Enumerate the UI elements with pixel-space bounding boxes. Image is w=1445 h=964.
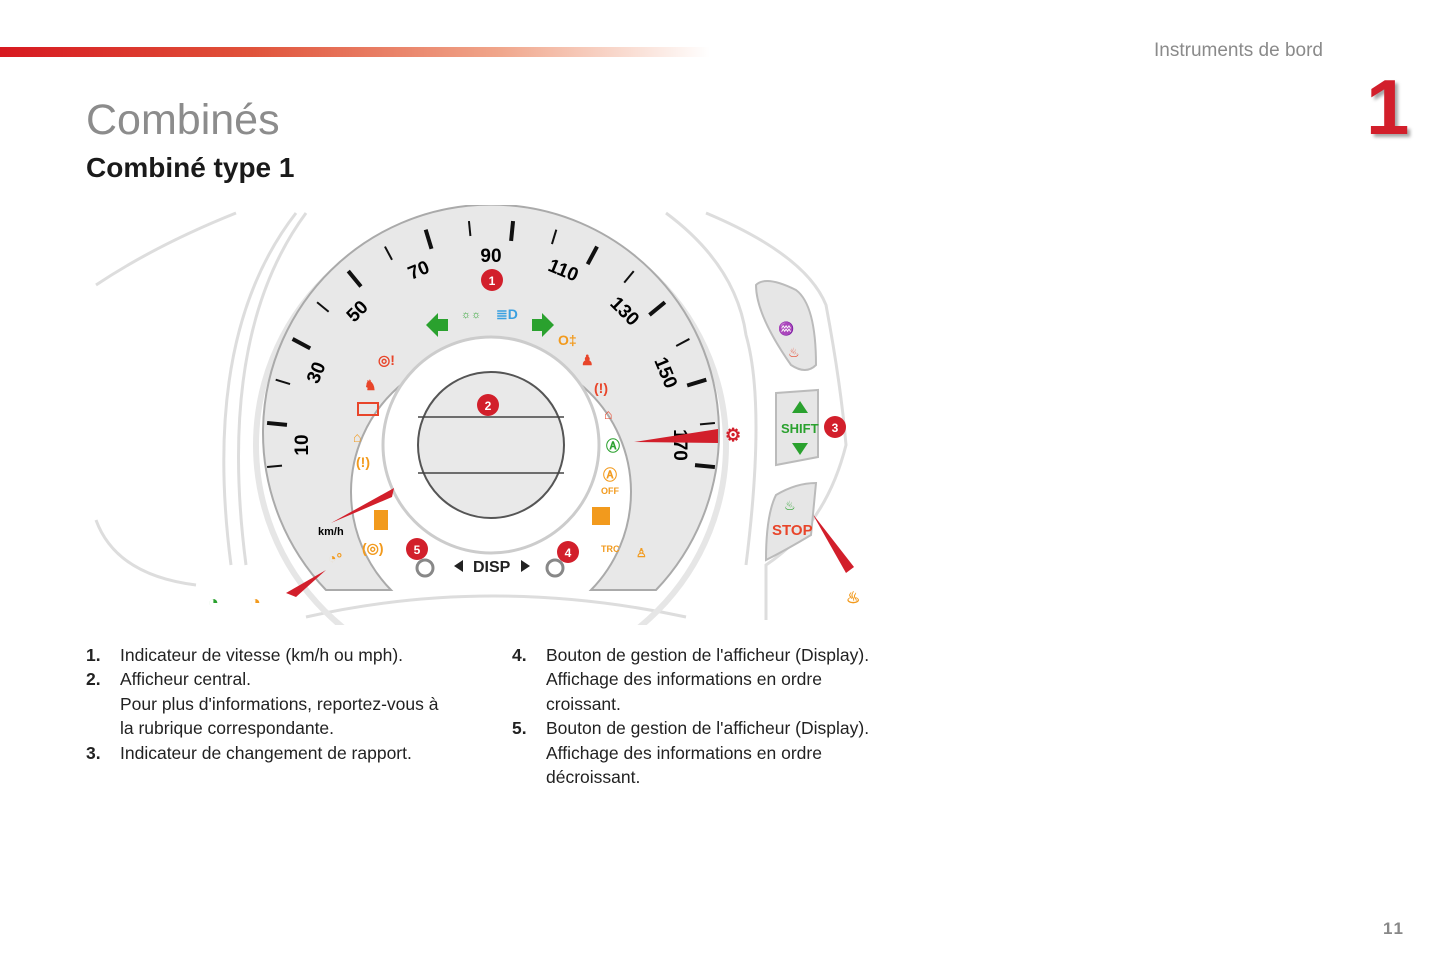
stop-start-off-icon: Ⓐ — [603, 467, 617, 483]
list-item: 1. Indicateur de vitesse (km/h ou mph). — [86, 643, 439, 667]
speed-tick — [275, 378, 291, 385]
item-number: 3. — [86, 742, 101, 763]
stop-label: STOP — [772, 522, 813, 539]
speed-tick — [291, 337, 312, 351]
pointer-arrow — [286, 570, 326, 597]
item-number: 4. — [512, 645, 527, 665]
callout-2: 2 — [485, 399, 492, 413]
item-text: Pour plus d'informations, reportez-vous … — [120, 693, 439, 714]
callout-4: 4 — [565, 546, 572, 560]
door-open-icon: ⌂ — [604, 406, 612, 422]
disp-label: DISP — [473, 559, 511, 576]
battery-icon — [357, 402, 379, 416]
speed-tick — [316, 301, 330, 313]
trc-off-icon: TRC — [601, 544, 620, 554]
item-text: Affichage des informations en ordre — [546, 669, 822, 690]
list-item: 4. Bouton de gestion de l'afficheur (Disp… — [512, 643, 869, 716]
speed-limiter-icon: ◔° — [328, 550, 342, 566]
section-title: Instruments de bord — [1154, 40, 1323, 61]
page-title: Combinés — [86, 96, 280, 144]
legend-list-left: 1.Indicateur de vitesse (km/h ou mph).2.… — [86, 643, 439, 765]
item-text: Indicateur de vitesse (km/h ou mph). — [120, 645, 404, 665]
cruise-green-icon: ◔ — [208, 592, 219, 612]
chapter-number: 1 — [1366, 63, 1410, 151]
legend-list-right: 4. Bouton de gestion de l'afficheur (Disp… — [512, 643, 869, 789]
item-text: Indicateur de changement de rapport. — [120, 742, 412, 763]
item-text: la rubrique correspondante. — [120, 718, 335, 739]
item-text: décroissant. — [546, 767, 641, 788]
item-text: Afficheur central. — [120, 669, 251, 690]
page-subtitle: Combiné type 1 — [86, 152, 295, 183]
callout-1: 1 — [489, 274, 496, 288]
oil-pressure-icon: ♒ — [778, 321, 794, 336]
turn-left-icon — [426, 313, 448, 337]
shift-label: SHIFT — [781, 421, 819, 436]
airbag-icon: ♞ — [364, 377, 377, 393]
rear-fog-icon: O‡ — [558, 332, 577, 348]
seatbelt-icon: ♟ — [581, 352, 594, 368]
item-text: Affichage des informations en ordre — [546, 742, 822, 763]
high-beam-icon: ≣D — [496, 306, 518, 322]
speed-label: 10 — [292, 434, 313, 455]
speed-tick — [266, 464, 283, 469]
item-number: 5. — [512, 718, 527, 739]
callout-3: 3 — [832, 421, 839, 435]
item-number: 1. — [86, 645, 101, 665]
list-item: 2. Afficheur central. Pour plus d'informat… — [86, 667, 439, 740]
speed-tick — [675, 338, 690, 347]
header-accent-bar — [0, 47, 710, 57]
speed-tick — [384, 246, 393, 261]
off-label-icon: OFF — [601, 486, 619, 496]
speed-ticks — [266, 220, 716, 470]
shift-down-icon — [792, 443, 808, 455]
unit-label: km/h — [318, 526, 344, 538]
speed-tick — [423, 229, 434, 250]
brake-icon: (!) — [594, 380, 608, 396]
item-text: croissant. — [546, 693, 621, 714]
arrow-left-icon — [454, 560, 463, 572]
speed-label: 90 — [480, 246, 501, 267]
vsc-off-icon: ♙ — [636, 546, 647, 560]
coolant-temp-icon: ♨ — [788, 345, 800, 360]
speed-tick — [509, 220, 516, 242]
esp-icon — [592, 507, 610, 525]
speed-tick — [467, 220, 472, 237]
fuel-icon — [374, 510, 388, 530]
speed-tick — [346, 269, 363, 288]
item-text: Bouton de gestion de l'afficheur (Displa… — [546, 645, 870, 665]
callout-5: 5 — [414, 543, 421, 557]
shift-up-icon — [792, 401, 808, 413]
speed-tick — [694, 463, 716, 470]
disp-prev-button — [415, 558, 435, 578]
sidelights-icon: ☼☼ — [461, 309, 481, 321]
abs-icon: (◎) — [362, 540, 384, 556]
speed-needle — [331, 488, 394, 523]
disp-next-button — [545, 558, 565, 578]
stop-start-icon: Ⓐ — [606, 438, 620, 454]
speed-tick — [686, 377, 707, 388]
speed-tick — [699, 421, 716, 426]
tyre-pressure-icon: (!) — [356, 454, 370, 470]
engine-icon: ⌂ — [353, 429, 361, 445]
speed-tick — [623, 270, 635, 284]
stop-start-green-icon: ♨ — [784, 498, 796, 513]
speed-tick — [551, 229, 558, 245]
arrow-right-icon — [521, 560, 530, 572]
stop-start-orange-icon: ♨ — [846, 590, 860, 607]
turn-right-icon — [532, 313, 554, 337]
page-number: 11 — [1383, 919, 1405, 938]
speed-tick — [266, 420, 288, 427]
speed-tick — [585, 245, 599, 266]
cruise-orange-icon: ◔ — [250, 592, 261, 612]
pointer-arrow — [812, 513, 854, 573]
speed-tick — [648, 300, 667, 317]
service-icon: ⚙ — [725, 425, 741, 445]
item-number: 2. — [86, 669, 101, 690]
item-text: Bouton de gestion de l'afficheur (Displa… — [546, 718, 870, 739]
pointer-arrow — [634, 429, 718, 443]
power-steering-icon: ◎! — [378, 352, 395, 368]
list-item: 3. Indicateur de changement de rapport. — [86, 741, 439, 765]
list-item: 5. Bouton de gestion de l'afficheur (Disp… — [512, 716, 869, 789]
